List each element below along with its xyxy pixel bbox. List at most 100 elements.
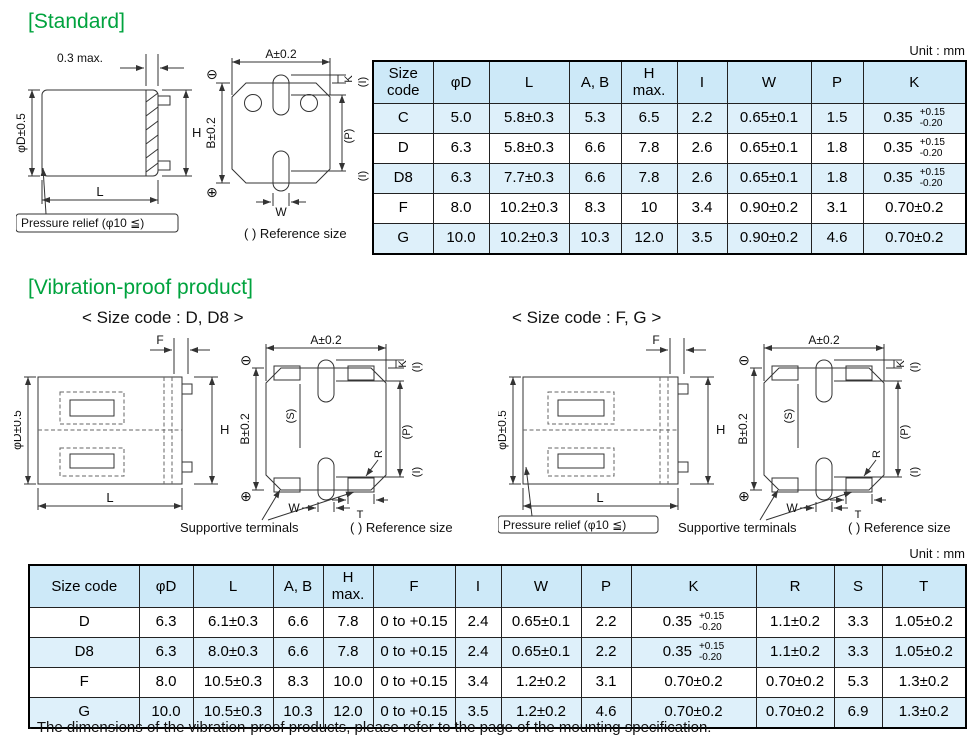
table-cell: 1.05±0.2	[881, 606, 967, 638]
dim-label-l: L	[596, 490, 603, 505]
size-code-cell: D	[372, 132, 434, 164]
table-cell: 5.3	[833, 666, 883, 698]
tolerance-stack: +0.15-0.20	[919, 137, 945, 159]
table-cell: 6.6	[568, 132, 622, 164]
terminal-pad	[815, 359, 833, 403]
table-cell: 10.3	[568, 222, 622, 254]
dim-label-i: (I)	[909, 467, 921, 477]
dim-label-p: (P)	[401, 425, 413, 440]
terminal-tab	[157, 160, 171, 171]
pressure-relief-label: Pressure relief (φ10 ≦)	[503, 518, 626, 532]
table-cell: 2.6	[676, 162, 728, 194]
supportive-terminal	[845, 365, 873, 381]
column-header: H max.	[322, 564, 374, 608]
tolerance-main-value: 0.35	[662, 613, 692, 631]
table-cell: 7.8	[620, 132, 678, 164]
table-cell: 0.35+0.15-0.20	[630, 636, 757, 668]
table-cell: 2.2	[580, 636, 632, 668]
table-cell: 4.6	[580, 696, 632, 728]
tolerance-stack: +0.15-0.20	[919, 167, 945, 189]
table-cell: 10	[620, 192, 678, 224]
bottom-view-dimensions	[252, 344, 404, 521]
table-cell: 6.3	[138, 636, 194, 668]
table-cell: 7.8	[322, 606, 374, 638]
column-header: A, B	[568, 60, 622, 104]
dim-label-k: K	[397, 360, 409, 368]
table-cell: 0.65±0.1	[726, 102, 812, 134]
dim-label-h: H	[716, 422, 725, 437]
bottom-view-geometry	[763, 359, 885, 501]
dim-label-b: B±0.2	[238, 413, 252, 445]
pressure-relief-callout-box	[16, 213, 179, 233]
dim-label-w: W	[786, 501, 798, 515]
vibration-drawing-d-d8: F φD±0.5 H L A±0.2 B±0.2 K (I) (S) (P) R…	[14, 333, 453, 535]
terminal-pad	[272, 74, 290, 116]
dim-label-a: A±0.2	[265, 47, 297, 61]
pressure-relief-callout-box	[498, 515, 659, 534]
table-cell: 10.2±0.3	[488, 192, 570, 224]
supportive-terminal	[347, 365, 375, 381]
tolerance-stack: +0.15-0.20	[919, 107, 945, 129]
dim-label-a: A±0.2	[310, 333, 342, 347]
reference-size-note: ( ) Reference size	[350, 520, 453, 535]
dim-label-r: R	[871, 450, 883, 458]
table-cell: 1.8	[810, 132, 864, 164]
supportive-terminal	[273, 477, 301, 493]
table-cell: 2.6	[676, 132, 728, 164]
column-header: W	[726, 60, 812, 104]
table-cell: 0.65±0.1	[500, 636, 582, 668]
dim-label-p: (P)	[899, 425, 911, 440]
table-cell: 1.2±0.2	[500, 666, 582, 698]
table-cell: 8.0	[138, 666, 194, 698]
unit-label-bottom: Unit : mm	[909, 546, 965, 561]
table-cell: 0.70±0.2	[862, 222, 967, 254]
bottom-view-dimensions	[750, 344, 902, 521]
supportive-terminals-label: Supportive terminals	[678, 520, 797, 535]
table-cell: 3.5	[676, 222, 728, 254]
table-cell: 10.0	[322, 666, 374, 698]
dim-label-p: (P)	[343, 129, 355, 144]
terminal-tab	[677, 383, 689, 395]
dim-label-k: K	[895, 360, 907, 368]
standard-side-view-dimensions	[28, 54, 192, 215]
plus-polarity-icon: ⊕	[206, 184, 218, 200]
table-cell: 10.0	[432, 222, 490, 254]
table-cell: 8.0	[432, 192, 490, 224]
supportive-terminal	[845, 477, 873, 493]
column-header: P	[580, 564, 632, 608]
side-view-dimensions	[509, 338, 714, 517]
dim-label-phi-d: φD±0.5	[14, 410, 24, 450]
standard-heading: [Standard]	[28, 10, 125, 33]
table-cell: 6.6	[272, 636, 324, 668]
size-code-f-g-caption: < Size code : F, G >	[512, 308, 662, 327]
dim-label-a: A±0.2	[808, 333, 840, 347]
terminal-tab	[677, 461, 689, 473]
side-view-dimensions	[24, 338, 218, 510]
standard-bottom-view-dimensions	[216, 58, 346, 206]
terminal-tab	[181, 461, 193, 473]
size-code-cell: G	[28, 696, 140, 728]
table-cell: 10.3	[272, 696, 324, 728]
table-cell: 0.65±0.1	[726, 132, 812, 164]
tolerance-main-value: 0.35	[883, 169, 913, 187]
terminal-pad	[272, 150, 290, 192]
size-code-cell: C	[372, 102, 434, 134]
table-cell: 3.1	[810, 192, 864, 224]
dim-label-f: F	[652, 333, 659, 347]
standard-drawing: 0.3 max. φD±0.5 H L Pressure relief (φ10…	[16, 47, 369, 241]
dim-label-i: (I)	[909, 362, 921, 372]
table-cell: 1.5	[810, 102, 864, 134]
dim-label-w: W	[275, 205, 287, 219]
supportive-terminal	[771, 365, 799, 381]
bottom-view-geometry	[265, 359, 387, 501]
table-cell: 2.2	[580, 606, 632, 638]
table-cell: 0.35+0.15-0.20	[630, 606, 757, 638]
